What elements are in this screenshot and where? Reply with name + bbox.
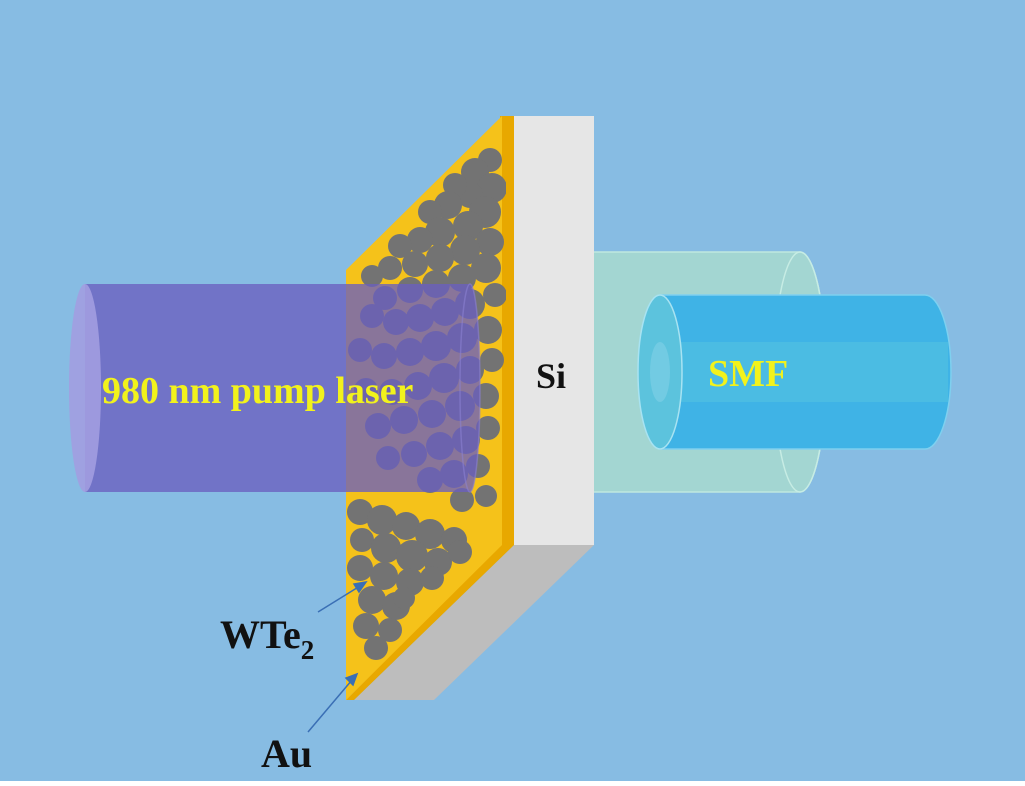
laser-entry-face — [69, 284, 101, 492]
si-bottom-edge — [354, 545, 594, 700]
pump-laser-label: 980 nm pump laser — [102, 370, 414, 412]
au-arrow — [307, 679, 353, 733]
wte2-label-subscript: 2 — [301, 635, 315, 665]
smf-fiber — [559, 251, 952, 493]
au-arrow-head — [344, 672, 359, 687]
laser-body — [85, 284, 480, 492]
si-face — [514, 116, 594, 545]
wte2-label: WTe2 — [220, 612, 314, 665]
si-label: Si — [536, 356, 566, 396]
wte2-arrow — [317, 585, 361, 613]
laser-exit-face — [459, 283, 481, 493]
wte2-label-main: WTe — [220, 612, 301, 657]
smf-label: SMF — [708, 353, 788, 395]
smf-inner-face — [650, 342, 670, 402]
wte2-arrow-head — [352, 580, 368, 594]
pump-laser-beam — [69, 283, 481, 493]
label-arrows — [307, 580, 368, 733]
au-label: Au — [261, 731, 312, 776]
si-substrate — [354, 116, 594, 700]
smf-inner-core — [662, 342, 948, 402]
